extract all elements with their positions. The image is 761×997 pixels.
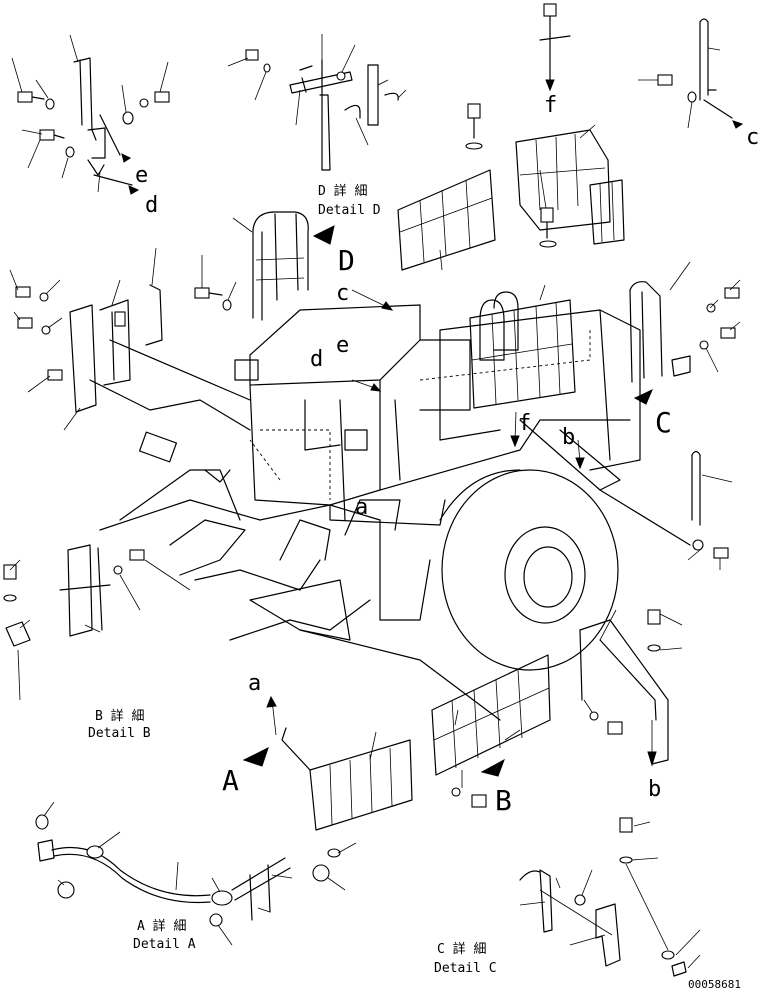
callout-label-c-topright: c [746,125,759,150]
callout-label-c-cab: c [336,281,349,306]
rear-left-bracket-parts [17,57,170,195]
callout-label-f-top: f [544,93,557,118]
callout-label-a-front: a [248,671,261,696]
left-side-handrail-parts [15,284,251,431]
detail-captions: D 詳 細 Detail D B 詳 細 Detail B A 詳 細 Deta… [88,183,497,976]
detail-b-caption-en: Detail B [88,726,151,741]
detail-c-caption-jp: C 詳 細 [437,941,486,957]
callout-label-c-large: C [655,406,672,439]
callout-labels: D C A B e d f c c e d f b a a b [135,93,759,817]
detail-b-parts [3,544,145,701]
callout-label-a-cab: a [355,495,368,520]
rear-tire [441,469,619,671]
rear-right-bracket-parts [539,3,744,129]
drawing-number: 00058681 [688,978,741,991]
callout-label-b-right: b [648,777,661,802]
top-handrail-assembly [397,103,625,409]
detail-d-caption-jp: D 詳 細 [318,183,367,199]
callout-label-b-hood: b [562,425,575,450]
callout-label-e-topleft: e [135,163,148,188]
front-step-handrails [281,609,669,831]
detail-a-caption-en: Detail A [133,937,196,952]
callout-label-d-topleft: d [145,193,158,218]
leader-lines [9,34,741,969]
callout-label-e-cab: e [336,333,349,358]
detail-d-caption-en: Detail D [318,203,381,218]
callout-label-d-cab: d [310,347,323,372]
callout-label-a-large: A [222,764,239,797]
callout-arrows [242,225,585,777]
detail-a-caption-jp: A 詳 細 [137,918,186,934]
detail-a-parts [35,814,341,927]
wheel-loader-body [99,291,641,671]
callout-label-f-hood: f [518,411,531,436]
callout-label-b-large: B [495,784,512,817]
detail-b-caption-jp: B 詳 細 [95,708,144,724]
cab-ladder-handrail [194,211,309,321]
detail-c-caption-en: Detail C [434,961,497,976]
callout-label-d-large: D [338,244,355,277]
detail-d-parts [245,49,399,171]
right-side-handrail-parts [599,281,740,559]
detail-c-parts [519,817,687,977]
